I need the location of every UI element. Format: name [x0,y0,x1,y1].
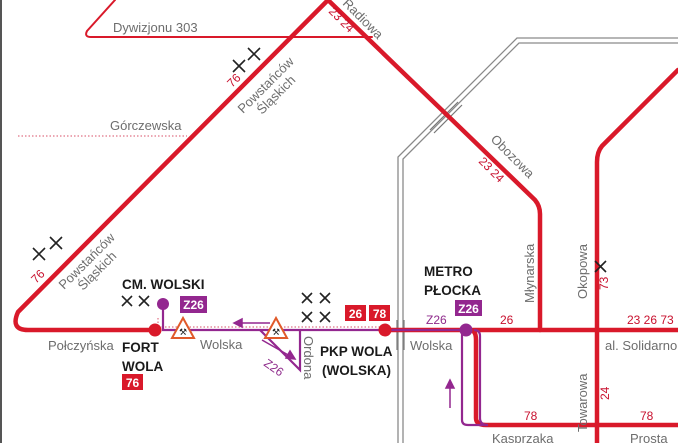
street-label: Górczewska [110,118,182,133]
direction-arrow-icon [232,317,456,408]
street-label: Wolska [200,337,243,352]
street-label: al. Solidarno [605,338,677,353]
suspended-stop-x-icon [32,47,607,323]
street-label: Okopowa [575,243,590,299]
stop-name-metro-plocka: PŁOCKA [424,283,481,298]
svg-text:⚒: ⚒ [272,327,280,337]
railway-line [397,37,678,443]
stop-name-pkp-wola: PKP WOLA [320,344,393,359]
street-label: Dywizjonu 303 [113,20,198,35]
okopowa-line [594,67,678,443]
street-label: Ordona [301,336,316,380]
cm-wolski-stop[interactable] [157,298,169,310]
street-label: Kasprzaka [492,431,554,443]
stop-name-metro-plocka: METRO [424,264,473,279]
fort-wola-stop[interactable] [148,323,162,337]
stop-name-fort-wola: FORT [122,340,159,355]
stop-badge-label: 78 [373,307,387,321]
route-label: 23 24 [476,154,507,185]
stop-badge-label: 76 [126,376,140,390]
street-label: Towarowa [575,373,590,432]
pkp-wola-stop[interactable] [378,323,392,337]
roadworks-warning-icon: ⚒ ⚒ [170,315,289,339]
stop-name-pkp-wola: (WOLSKA) [322,363,391,378]
powstancow-line [13,0,331,333]
stop-badge-label: 26 [349,307,363,321]
street-label: Prosta [630,431,668,443]
stop-name-cm-wolski: CM. WOLSKI [122,277,205,292]
route-label: 24 [598,386,612,400]
street-label: Młynarska [522,243,537,303]
route-label: 73 [597,276,611,290]
route-label: Z26 [426,313,447,327]
stop-badge [180,296,207,313]
route-label: 26 [500,313,514,327]
street-label: Połczyńska [48,338,115,353]
route-label: 23 26 73 [627,313,674,327]
stop-badge [455,300,482,316]
stop-name-fort-wola: WOLA [122,359,163,374]
svg-text:⚒: ⚒ [179,327,187,337]
route-label: 78 [640,409,654,423]
dywizjonu-line [85,0,373,38]
stop-badge [369,305,390,321]
stop-badge-label: Z26 [458,302,479,316]
metro-plocka-stop[interactable] [459,323,473,337]
radiowa-obozowa-line [325,0,543,333]
route-label: Z26 [261,356,286,380]
route-label: 78 [524,409,538,423]
stop-badge-label: Z26 [183,298,204,312]
street-label: Wolska [410,338,453,353]
stop-badge [122,374,143,390]
stop-badge [345,305,366,321]
